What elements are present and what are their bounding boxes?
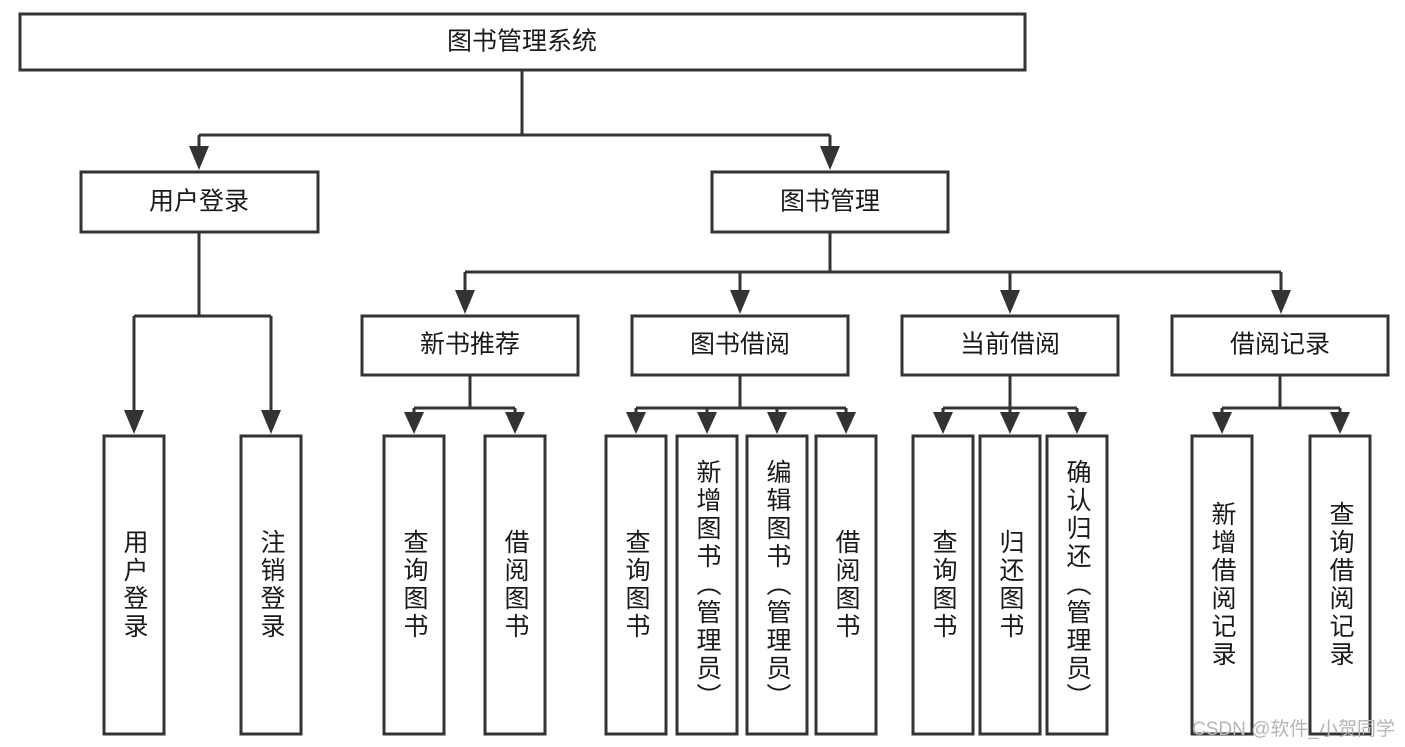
node-leaf-3-label: 查询图书 xyxy=(400,529,429,641)
node-login-box[interactable] xyxy=(79,170,320,234)
node-leaf-7[interactable]: 编辑图书（管理员） xyxy=(745,434,809,736)
arrow-current-to-leaf11 xyxy=(1067,412,1087,434)
node-newbook[interactable]: 新书推荐 xyxy=(360,314,580,377)
node-leaf-5-box[interactable] xyxy=(604,434,668,736)
node-leaf-5[interactable]: 查询图书 xyxy=(604,434,668,736)
arrow-bookmgmt-to-records xyxy=(1271,290,1291,314)
node-leaf-7-label: 编辑图书（管理员） xyxy=(763,459,792,711)
node-leaf-6-label: 新增图书（管理员） xyxy=(693,459,722,711)
arrow-newbook-to-leaf4 xyxy=(505,412,525,434)
arrow-records-to-leaf13 xyxy=(1330,412,1350,434)
arrow-records-to-leaf12 xyxy=(1212,412,1232,434)
node-leaf-9-box[interactable] xyxy=(911,434,975,736)
node-borrow-label: 图书借阅 xyxy=(690,331,790,359)
node-records-box[interactable] xyxy=(1170,314,1390,377)
node-leaf-10-label: 归还图书 xyxy=(996,529,1025,641)
node-login-label: 用户登录 xyxy=(149,188,249,216)
node-leaf-7-box[interactable] xyxy=(745,434,809,736)
arrow-login-to-leaf2 xyxy=(261,410,281,434)
arrow-newbook-to-leaf3 xyxy=(404,412,424,434)
node-leaf-12[interactable]: 新增借阅记录 xyxy=(1190,434,1254,736)
node-current-box[interactable] xyxy=(900,314,1120,377)
connector-layer xyxy=(124,70,1350,434)
node-newbook-box[interactable] xyxy=(360,314,580,377)
node-leaf-8[interactable]: 借阅图书 xyxy=(814,434,878,736)
node-leaf-2-label: 注销登录 xyxy=(257,529,286,641)
node-records-label: 借阅记录 xyxy=(1230,331,1330,359)
node-leaf-11-box[interactable] xyxy=(1045,434,1109,736)
node-leaf-2-box[interactable] xyxy=(239,434,303,736)
node-current[interactable]: 当前借阅 xyxy=(900,314,1120,377)
node-newbook-label: 新书推荐 xyxy=(420,331,520,359)
node-leaf-10-box[interactable] xyxy=(978,434,1042,736)
node-leaf-10[interactable]: 归还图书 xyxy=(978,434,1042,736)
node-leaf-13-box[interactable] xyxy=(1308,434,1372,736)
node-leaf-3[interactable]: 查询图书 xyxy=(382,434,446,736)
arrow-bookmgmt-to-borrow xyxy=(730,290,750,314)
node-leaf-12-label: 新增借阅记录 xyxy=(1208,501,1237,669)
node-root-label: 图书管理系统 xyxy=(447,28,597,56)
node-leaf-2[interactable]: 注销登录 xyxy=(239,434,303,736)
arrow-borrow-to-leaf6 xyxy=(697,412,717,434)
node-leaf-1-box[interactable] xyxy=(102,434,166,736)
node-leaf-4[interactable]: 借阅图书 xyxy=(483,434,547,736)
node-leaf-3-box[interactable] xyxy=(382,434,446,736)
node-leaf-12-box[interactable] xyxy=(1190,434,1254,736)
node-leaf-13-label: 查询借阅记录 xyxy=(1326,501,1355,669)
arrow-borrow-to-leaf8 xyxy=(836,412,856,434)
node-leaf-5-label: 查询图书 xyxy=(622,529,651,641)
node-leaf-9-label: 查询图书 xyxy=(929,529,958,641)
node-root-box[interactable] xyxy=(18,12,1027,72)
node-leaf-11-label: 确认归还（管理员） xyxy=(1063,459,1092,711)
node-leaf-1[interactable]: 用户登录 xyxy=(102,434,166,736)
node-leaf-4-label: 借阅图书 xyxy=(501,529,530,641)
node-leaf-8-label: 借阅图书 xyxy=(832,529,861,641)
node-leaf-4-box[interactable] xyxy=(483,434,547,736)
node-leaf-11[interactable]: 确认归还（管理员） xyxy=(1045,434,1109,736)
node-login[interactable]: 用户登录 xyxy=(79,170,320,234)
node-leaf-6[interactable]: 新增图书（管理员） xyxy=(675,434,739,736)
node-leaf-8-box[interactable] xyxy=(814,434,878,736)
node-leaf-6-box[interactable] xyxy=(675,434,739,736)
arrow-current-to-leaf9 xyxy=(933,412,953,434)
node-borrow-box[interactable] xyxy=(630,314,850,377)
node-leaf-13[interactable]: 查询借阅记录 xyxy=(1308,434,1372,736)
node-root[interactable]: 图书管理系统 xyxy=(18,12,1027,72)
arrow-login-to-leaf1 xyxy=(124,410,144,434)
arrow-borrow-to-leaf7 xyxy=(767,412,787,434)
arrow-bookmgmt-to-newbook xyxy=(455,290,475,314)
node-leaf-1-label: 用户登录 xyxy=(120,529,149,641)
node-bookmgmt-label: 图书管理 xyxy=(780,188,880,216)
node-current-label: 当前借阅 xyxy=(960,331,1060,359)
node-borrow[interactable]: 图书借阅 xyxy=(630,314,850,377)
arrow-bookmgmt-to-current xyxy=(1000,290,1020,314)
node-bookmgmt[interactable]: 图书管理 xyxy=(710,170,950,234)
arrow-current-to-leaf10 xyxy=(1000,412,1020,434)
node-leaf-9[interactable]: 查询图书 xyxy=(911,434,975,736)
node-records[interactable]: 借阅记录 xyxy=(1170,314,1390,377)
arrow-root-to-login xyxy=(189,146,209,170)
arrow-root-to-bookmgmt xyxy=(820,146,840,170)
node-bookmgmt-box[interactable] xyxy=(710,170,950,234)
arrow-borrow-to-leaf5 xyxy=(626,412,646,434)
